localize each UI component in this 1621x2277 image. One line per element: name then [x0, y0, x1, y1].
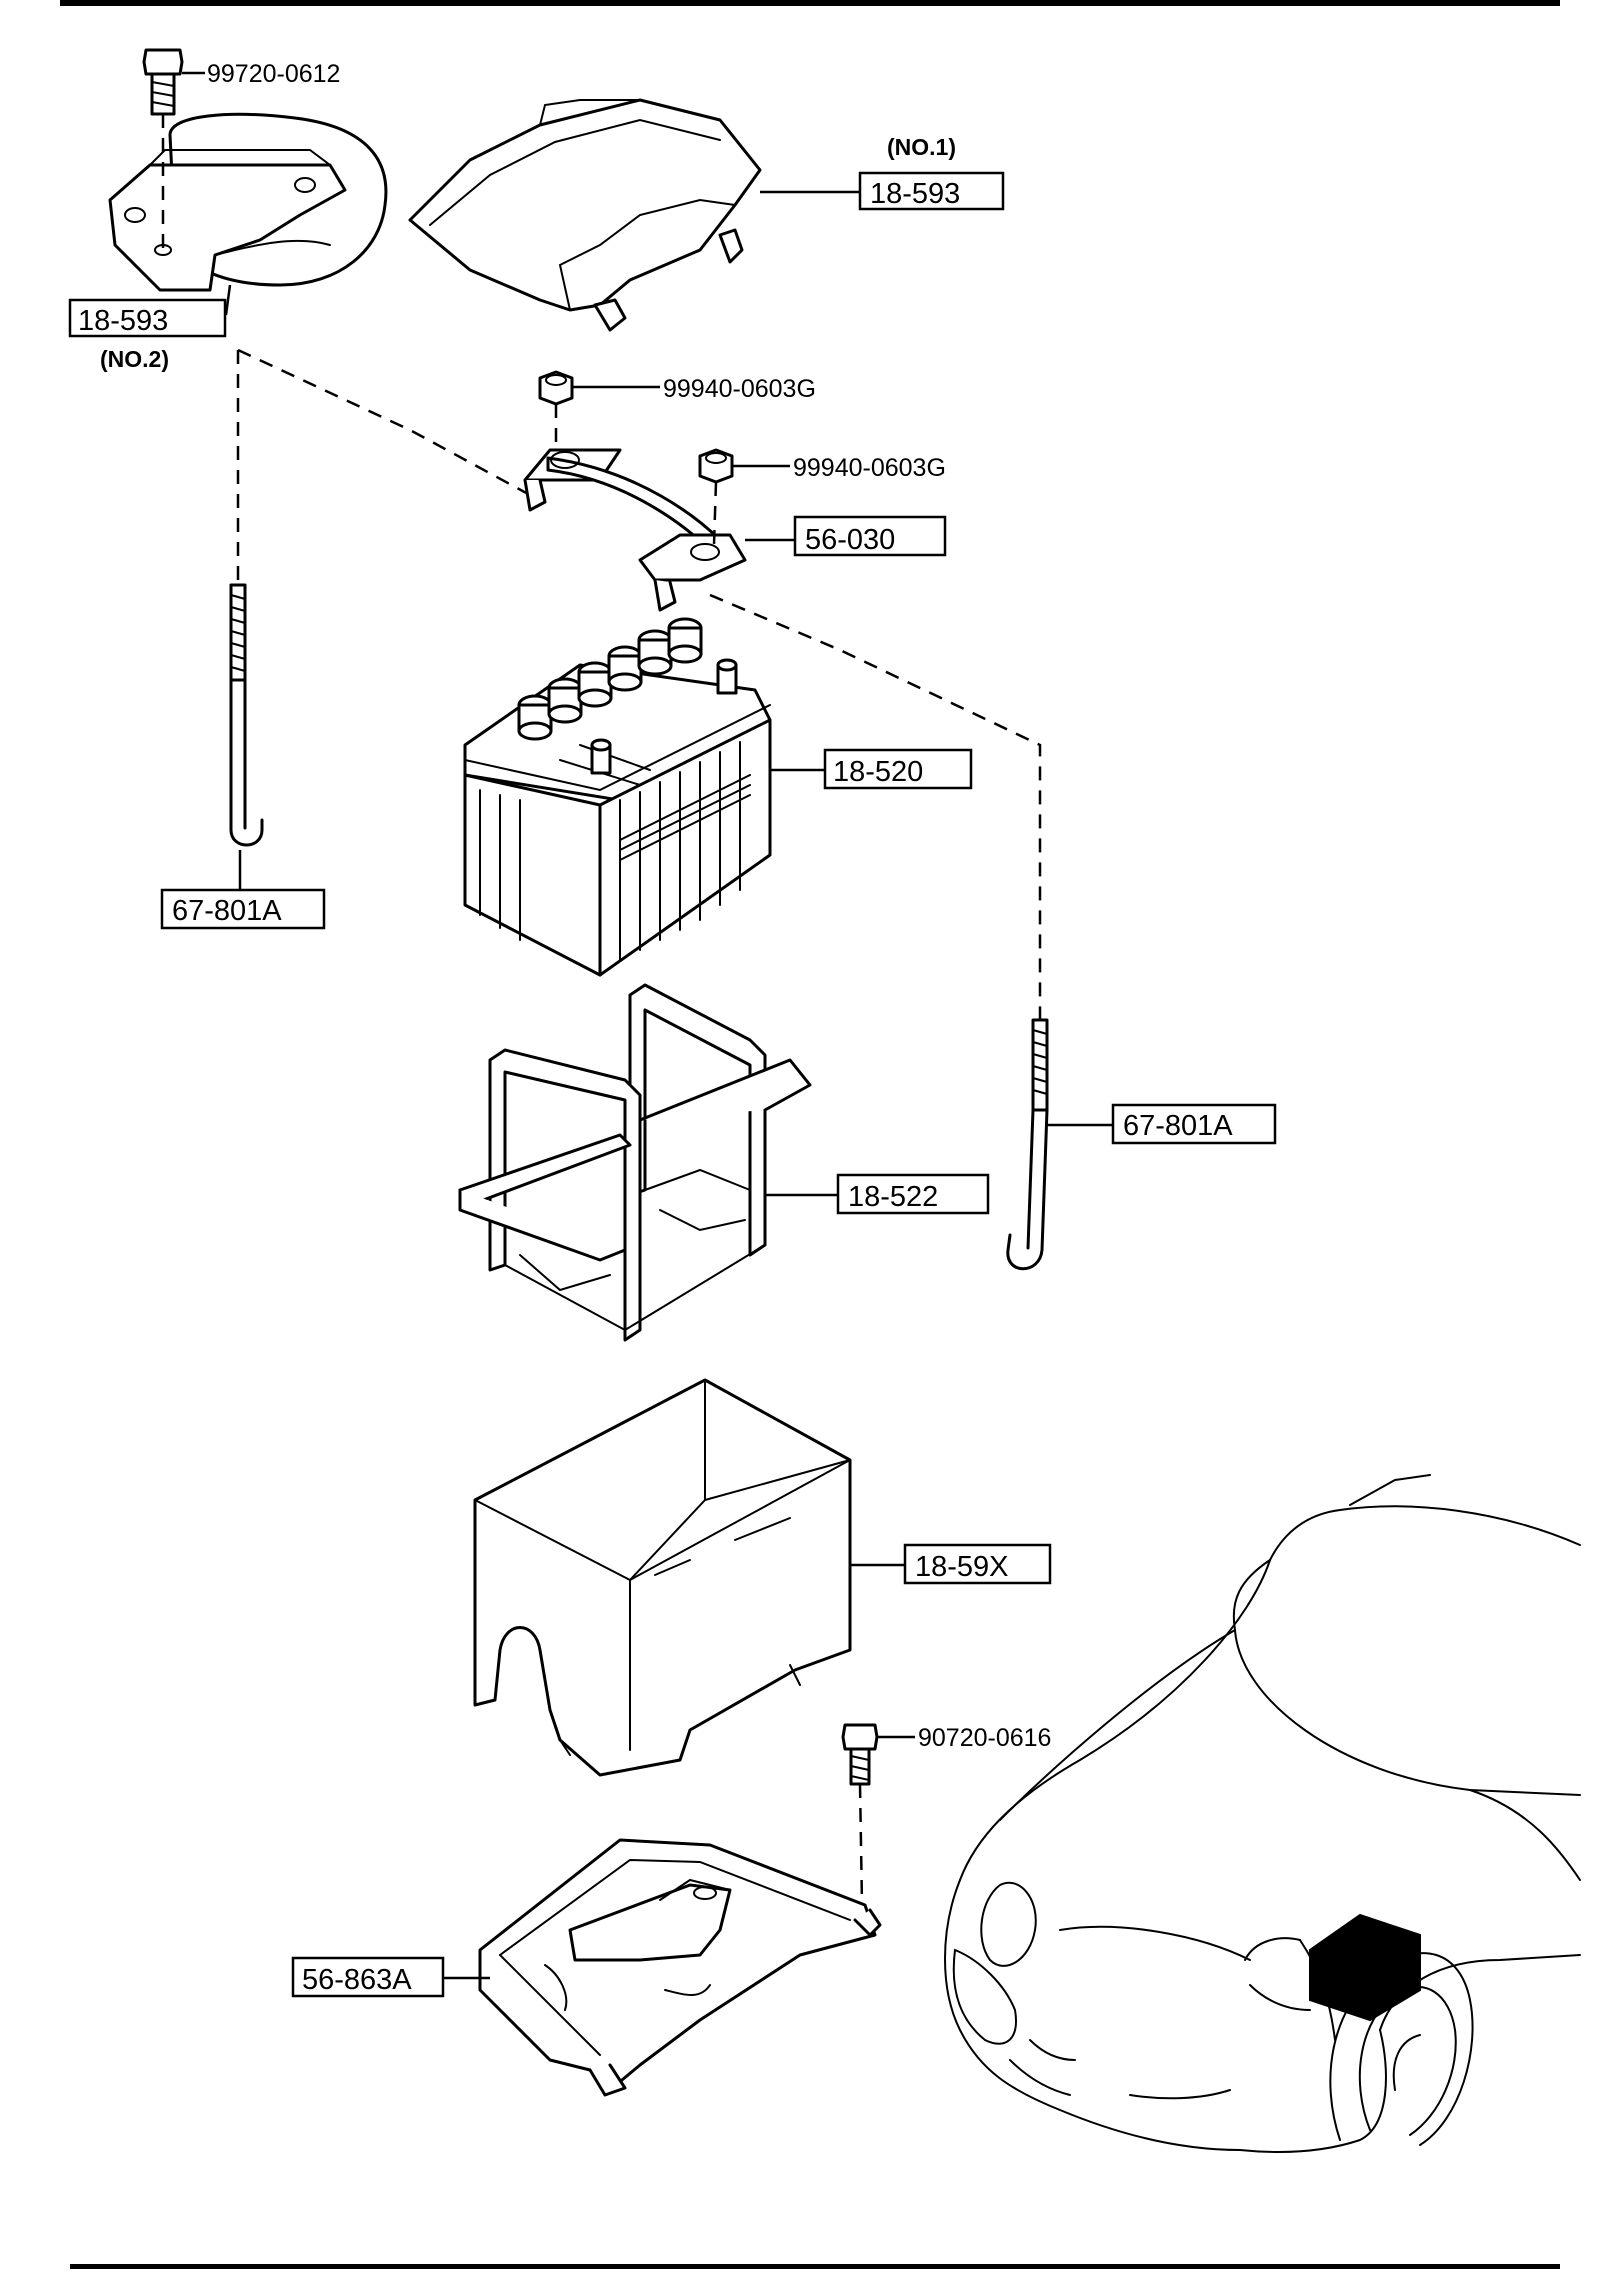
label-18-522: 18-522 [848, 1181, 938, 1213]
label-18-593-no2: 18-593 [78, 305, 168, 337]
battery-18-520-drawing [463, 617, 772, 977]
frame-18-522-drawing [458, 983, 812, 1342]
callout-box-18-522 [836, 1173, 990, 1215]
nut-1-drawing [538, 370, 574, 452]
label-18-593-no1: 18-593 [870, 178, 960, 210]
nut-2-drawing [698, 448, 734, 546]
callout-box-56-863A [291, 1956, 445, 1998]
rod-left-drawing [229, 350, 264, 847]
callout-box-67-801A-right [1111, 1103, 1277, 1145]
label-99720-0612: 99720-0612 [207, 60, 340, 88]
label-no2: (NO.2) [100, 346, 169, 372]
rod-right-drawing [1006, 1018, 1049, 1271]
label-90720-0616: 90720-0616 [918, 1724, 1051, 1752]
car-location-inset [944, 1474, 1581, 2153]
label-18-520: 18-520 [833, 756, 923, 788]
label-67-801A-left: 67-801A [172, 895, 282, 927]
clamp-56-030-drawing [237, 348, 1042, 1020]
label-56-863A: 56-863A [302, 1964, 412, 1996]
bottom-rule [70, 2264, 1560, 2269]
bolt-90720-0616-drawing [841, 1723, 879, 1906]
callout-box-56-030 [793, 515, 947, 557]
cover-no2-drawing [108, 112, 388, 292]
tray-box-18-59X-drawing [473, 1378, 852, 1777]
callout-box-18-593-no2 [68, 298, 227, 338]
label-56-030: 56-030 [805, 524, 895, 556]
label-no1: (NO.1) [887, 134, 956, 160]
callout-box-18-593-no1 [858, 171, 1005, 211]
callout-box-18-520 [823, 748, 973, 790]
cover-no1-drawing [408, 98, 762, 332]
label-18-59X: 18-59X [915, 1551, 1009, 1583]
top-rule [60, 0, 1560, 6]
label-99940-0603G-1: 99940-0603G [663, 375, 816, 403]
label-67-801A-right: 67-801A [1123, 1110, 1233, 1142]
base-tray-56-863A-drawing [478, 1838, 882, 2097]
label-99940-0603G-2: 99940-0603G [793, 454, 946, 482]
callout-box-67-801A-left [160, 888, 326, 930]
bolt-99720-0612-drawing [142, 48, 184, 256]
callout-box-18-59X [903, 1543, 1052, 1585]
